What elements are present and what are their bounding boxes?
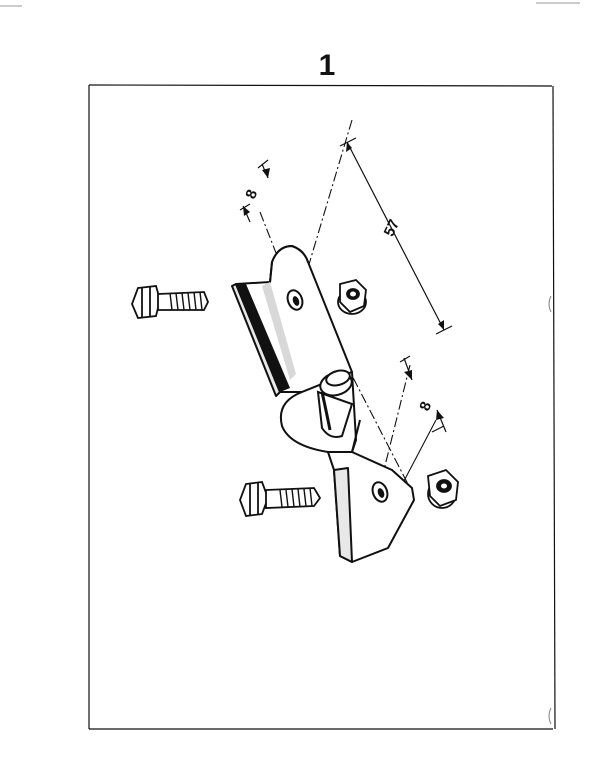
- dimension-arrow: [262, 168, 270, 178]
- dimension-arrow: [243, 206, 250, 216]
- bolt-upper: [131, 285, 209, 319]
- illustration-frame: [88, 84, 556, 730]
- dimension-arrow: [436, 410, 444, 420]
- bolt-head: [239, 481, 269, 517]
- bracket: [231, 245, 415, 563]
- bracket-hole-upper: [286, 289, 304, 311]
- bolt-head: [131, 285, 161, 319]
- binding-hole-mark: [548, 295, 552, 313]
- bracket-plate-shadow: [262, 282, 296, 380]
- bracket-hole-lower: [371, 481, 389, 503]
- bracket-flange-shadow: [236, 284, 290, 392]
- nut-lower: [427, 468, 459, 509]
- binding-hole-mark: [548, 707, 552, 725]
- dimension-label-bottom-gap: 8: [416, 399, 435, 413]
- dimension-arrow: [404, 370, 412, 380]
- bolt-lower: [239, 481, 322, 517]
- dimension-label-top-gap: 8: [242, 187, 261, 201]
- dimension-arrow: [346, 142, 352, 152]
- bracket-tab: [269, 245, 309, 283]
- dimension-arrow: [438, 320, 444, 330]
- pivot-pin: [316, 369, 354, 438]
- dimension-line-bottom-gap: [399, 355, 447, 433]
- dimension-label-spacing: 57: [381, 217, 403, 239]
- bracket-lower-arm-side: [333, 467, 353, 563]
- page-number: 1: [318, 49, 336, 82]
- nut-upper: [337, 279, 367, 315]
